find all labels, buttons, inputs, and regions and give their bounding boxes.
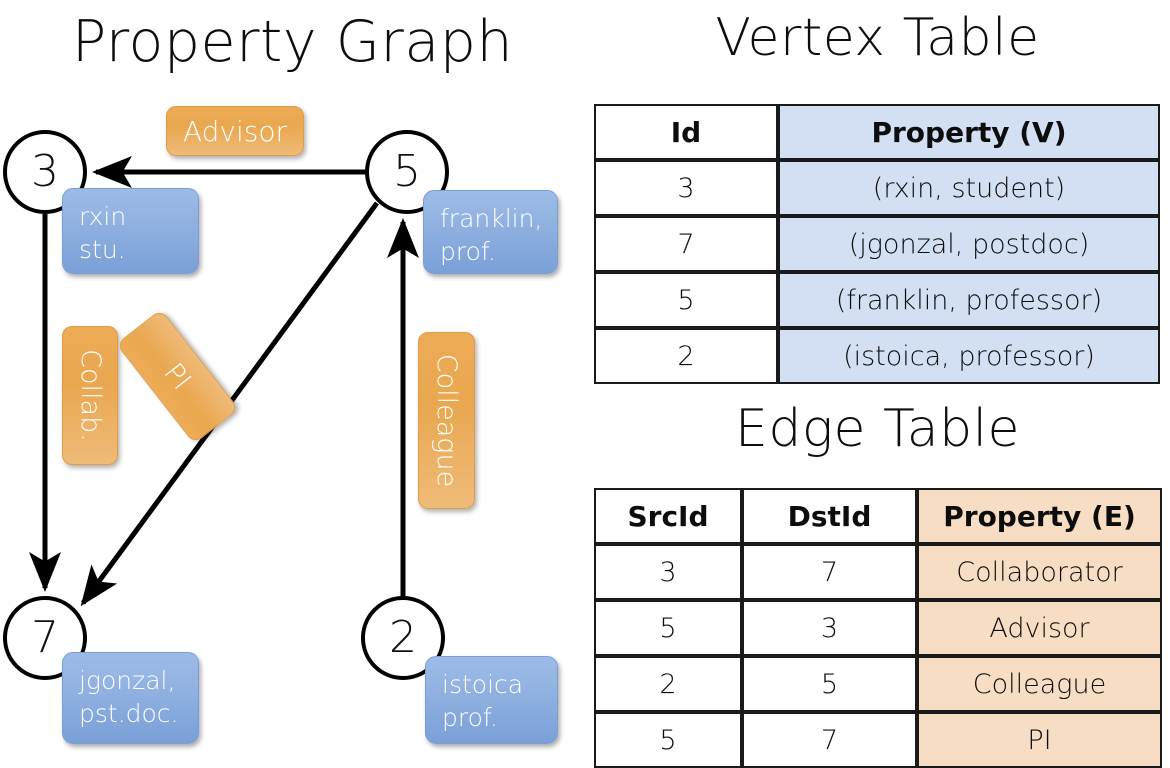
page-title-property-graph: Property Graph: [71, 9, 514, 75]
edge-table-header-property: Property (E): [917, 488, 1162, 544]
vertex-property-box-3[interactable]: rxin stu.: [62, 188, 199, 274]
edge-table-header-dstid: DstId: [742, 488, 917, 544]
edge-badge-colleague[interactable]: Colleague: [418, 332, 475, 509]
table-row[interactable]: 3 (rxin, student): [594, 160, 1160, 216]
edge-table-cell-dst: 3: [742, 600, 917, 656]
vertex-table: Id Property (V) 3 (rxin, student) 7 (jgo…: [594, 104, 1160, 384]
vertex-property-box-2-line-1: istoica: [442, 670, 524, 699]
vertex-property-box-2[interactable]: istoica prof.: [425, 656, 558, 744]
edge-table-cell-src: 2: [594, 656, 742, 712]
edge-table-cell-property: Advisor: [917, 600, 1162, 656]
edge-table-cell-dst: 5: [742, 656, 917, 712]
vertex-table-cell-property: (franklin, professor): [778, 272, 1160, 328]
vertex-table-header-property: Property (V): [778, 104, 1160, 160]
vertex-property-box-2-line-2: prof.: [442, 702, 498, 732]
table-row[interactable]: 5 (franklin, professor): [594, 272, 1160, 328]
graph-node-2-label: 2: [389, 612, 417, 663]
vertex-table-cell-property: (rxin, student): [778, 160, 1160, 216]
vertex-property-box-5-line-1: franklin,: [440, 204, 543, 233]
vertex-table-cell-id: 5: [594, 272, 778, 328]
edge-table-cell-dst: 7: [742, 544, 917, 600]
vertex-table-cell-property: (jgonzal, postdoc): [778, 216, 1160, 272]
graph-node-5-label: 5: [393, 146, 421, 197]
edge-table-cell-property: Collaborator: [917, 544, 1162, 600]
vertex-table-cell-id: 3: [594, 160, 778, 216]
vertex-table-header-id: Id: [594, 104, 778, 160]
edge-badge-advisor[interactable]: Advisor: [166, 106, 304, 156]
edge-table-cell-src: 3: [594, 544, 742, 600]
vertex-property-box-7[interactable]: jgonzal, pst.doc.: [62, 652, 199, 744]
edge-table-cell-src: 5: [594, 600, 742, 656]
table-row[interactable]: 2 5 Colleague: [594, 656, 1162, 712]
vertex-property-box-5-line-2: prof.: [440, 236, 496, 266]
edge-table-header-row: SrcId DstId Property (E): [594, 488, 1162, 544]
table-row[interactable]: 5 3 Advisor: [594, 600, 1162, 656]
page-title-vertex-table: Vertex Table: [715, 8, 1040, 68]
edge-badge-pi-label: PI: [157, 357, 198, 396]
edge-table-cell-src: 5: [594, 712, 742, 768]
graph-node-5[interactable]: 5: [365, 130, 449, 214]
graph-node-7-label: 7: [31, 612, 59, 663]
table-row[interactable]: 2 (istoica, professor): [594, 328, 1160, 384]
page-title-edge-table: Edge Table: [734, 399, 1021, 459]
vertex-property-box-7-line-1: jgonzal,: [79, 666, 176, 695]
edge-table-header-srcid: SrcId: [594, 488, 742, 544]
table-row[interactable]: 7 (jgonzal, postdoc): [594, 216, 1160, 272]
property-graph-panel: Property Graph 3 5 7: [0, 0, 585, 760]
vertex-property-box-3-line-2: stu.: [79, 234, 126, 264]
edge-table-cell-dst: 7: [742, 712, 917, 768]
edge-badge-colleague-label: Colleague: [431, 353, 462, 488]
edge-badge-advisor-label: Advisor: [182, 114, 287, 148]
graph-node-3-label: 3: [31, 146, 59, 197]
table-row[interactable]: 5 7 PI: [594, 712, 1162, 768]
vertex-property-box-5[interactable]: franklin, prof.: [423, 190, 558, 274]
vertex-table-header-row: Id Property (V): [594, 104, 1160, 160]
edge-badge-collab-label: Collab.: [74, 349, 106, 442]
graph-node-2[interactable]: 2: [361, 596, 445, 680]
vertex-table-cell-id: 7: [594, 216, 778, 272]
vertex-property-box-3-line-1: rxin: [79, 202, 127, 231]
vertex-table-cell-id: 2: [594, 328, 778, 384]
edge-badge-collab[interactable]: Collab.: [62, 326, 118, 465]
edge-table: SrcId DstId Property (E) 3 7 Collaborato…: [594, 488, 1162, 768]
vertex-table-cell-property: (istoica, professor): [778, 328, 1160, 384]
vertex-property-box-7-line-2: pst.doc.: [79, 698, 179, 728]
edge-table-cell-property: Colleague: [917, 656, 1162, 712]
table-row[interactable]: 3 7 Collaborator: [594, 544, 1162, 600]
